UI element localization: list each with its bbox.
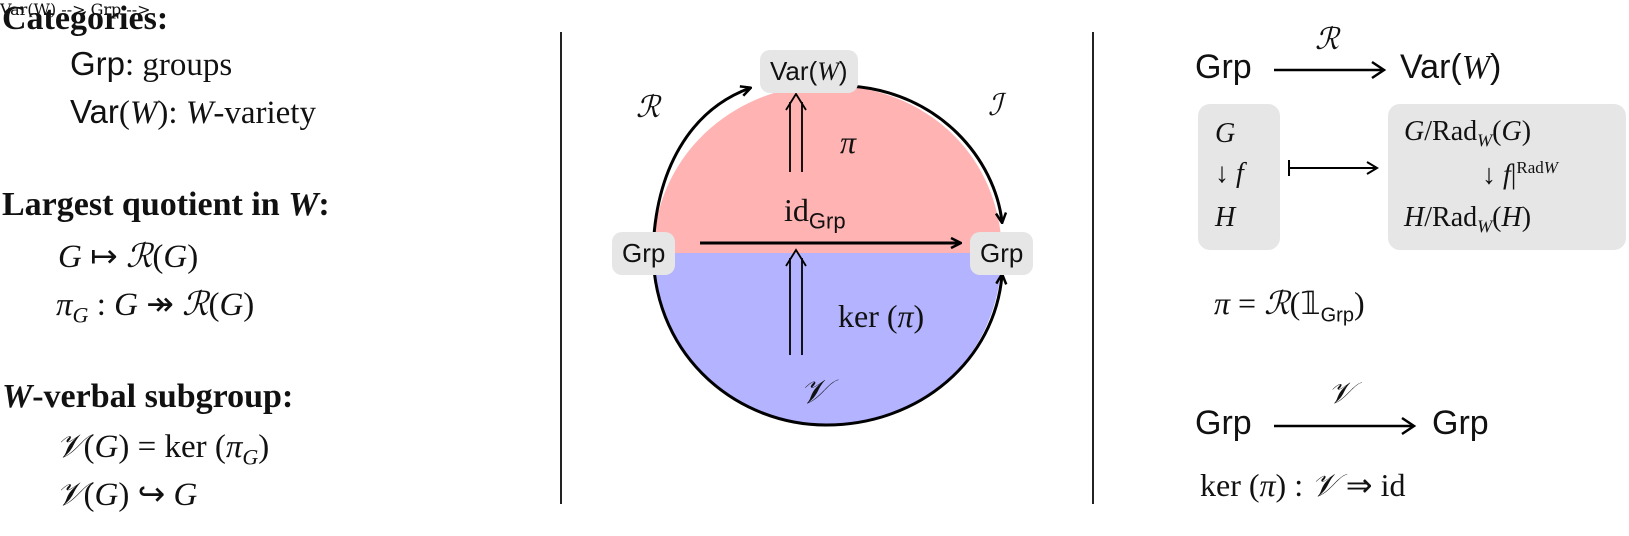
upper-region <box>653 85 1002 253</box>
double-arrow-ker <box>785 248 807 267</box>
quotient-line1: G ↦ ℛ(G) <box>58 236 199 275</box>
double-arrow-pi <box>785 92 807 111</box>
top-tgt: Var(W) <box>1400 48 1502 86</box>
label-I: ℐ <box>988 88 1003 123</box>
verbal-line1: 𝒱(G) = ker (πG) <box>56 426 270 470</box>
top-src: Grp <box>1195 48 1252 86</box>
ker-equation: ker (π) : 𝒱 ⇒ id <box>1200 466 1406 504</box>
bot-arrow-label: 𝒱 <box>1328 376 1353 411</box>
box-source <box>1198 104 1280 250</box>
lower-region <box>653 253 1002 425</box>
box2-top: G/RadW(G) <box>1404 116 1532 151</box>
quotient-heading: Largest quotient in W: <box>2 186 330 223</box>
label-V: 𝒱 <box>800 372 829 412</box>
categories-line-grp: Grp: groups <box>70 45 233 83</box>
divider-left <box>560 32 562 504</box>
top-arrow <box>1274 60 1387 80</box>
label-R: ℛ <box>636 90 660 125</box>
bot-src: Grp <box>1195 404 1252 442</box>
box1-bot: H <box>1215 202 1236 233</box>
box1-top: G <box>1215 118 1236 149</box>
arc-I <box>849 84 1002 222</box>
verbal-line2: 𝒱(G) ↪ G <box>56 474 198 513</box>
verbal-heading: W-verbal subgroup: <box>2 378 294 415</box>
node-grp-left: Grp <box>612 232 676 275</box>
box1-map: ↓ f <box>1215 158 1244 189</box>
bot-arrow <box>1274 416 1417 436</box>
top-arrow-label: ℛ <box>1315 22 1339 57</box>
bot-tgt: Grp <box>1432 404 1489 442</box>
label-pi: π <box>840 124 857 160</box>
categories-heading: Categories: <box>2 0 169 37</box>
arc-V <box>651 252 1002 427</box>
quotient-line2: πG : G ↠ ℛ(G) <box>56 284 255 328</box>
divider-right <box>1092 32 1094 504</box>
box2-map: ↓ f|RadW <box>1482 158 1558 191</box>
node-var-w: Var(W) <box>760 50 858 93</box>
arc-R <box>651 88 750 254</box>
adjunction-diagram <box>651 84 1050 427</box>
box2-bot: H/RadW(H) <box>1404 202 1532 237</box>
categories-line-var: Var(W): W-variety <box>70 93 316 131</box>
label-id: idGrp <box>784 192 846 234</box>
mapsto-arrow <box>1288 160 1379 176</box>
box-target <box>1388 104 1626 250</box>
pi-equation: π = ℛ(𝟙Grp) <box>1214 284 1365 327</box>
node-grp-right: Grp <box>970 232 1034 275</box>
label-ker: ker (π) <box>838 298 925 334</box>
